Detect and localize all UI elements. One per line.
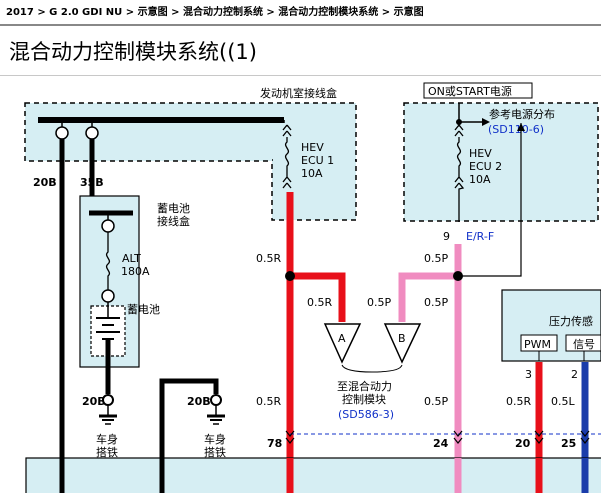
wire-label-05p-d: 0.5P bbox=[424, 395, 448, 408]
pin-20: 20 bbox=[515, 437, 531, 450]
wire-label-05r-b: 0.5R bbox=[307, 296, 332, 309]
fuse-box-2 bbox=[403, 102, 599, 222]
to-hcu-label-1: 至混合动力 bbox=[337, 379, 392, 393]
terminal-20b-top bbox=[55, 126, 69, 140]
connector-b bbox=[383, 323, 422, 364]
pressure-sensor-label: 压力传感 bbox=[549, 315, 593, 328]
connector-b-label: B bbox=[398, 332, 406, 345]
alt-fuse-symbol bbox=[105, 232, 111, 302]
alt-label-1: ALT bbox=[122, 252, 141, 265]
to-hcu-label-2: 控制模块 bbox=[342, 392, 386, 406]
fuse-2-label-1: HEV bbox=[469, 147, 492, 160]
wire-label-05p-a: 0.5P bbox=[424, 252, 448, 265]
pin-9: 9 bbox=[443, 230, 450, 243]
ground2-label-2: 搭铁 bbox=[204, 446, 226, 459]
page-title: 混合动力控制模块系统((1) bbox=[9, 40, 257, 64]
er-f-label: E/R-F bbox=[466, 230, 494, 243]
battery-junction-label-2: 接线盒 bbox=[157, 214, 190, 228]
fuse-1-symbol bbox=[282, 124, 292, 189]
pin-20b-top: 20B bbox=[33, 176, 57, 189]
connector-chevrons bbox=[285, 430, 590, 444]
to-hcu-code[interactable]: (SD586-3) bbox=[338, 408, 394, 421]
ref-power-dist-label: 参考电源分布 bbox=[489, 107, 555, 121]
wire-20b-ground2 bbox=[159, 378, 219, 493]
wire-label-05r-a: 0.5R bbox=[256, 252, 281, 265]
fuse-2-label-3: 10A bbox=[469, 173, 491, 186]
fuse-2-label-2: ECU 2 bbox=[469, 160, 502, 173]
ground1-label-1: 车身 bbox=[96, 432, 118, 446]
breadcrumb: 2017 > G 2.0 GDI NU > 示意图 > 混合动力控制系统 > 混… bbox=[6, 7, 424, 18]
battery-junction-label-1: 蓄电池 bbox=[157, 202, 190, 215]
connector-bracket bbox=[341, 364, 403, 373]
battery-label: 蓄电池 bbox=[127, 303, 160, 316]
wire-label-05p-c: 0.5P bbox=[424, 296, 448, 309]
pin-78: 78 bbox=[267, 437, 282, 450]
terminal-alt bbox=[101, 219, 115, 233]
terminal-35b bbox=[85, 126, 99, 140]
engine-junction-box-label: 发动机室接线盒 bbox=[260, 86, 337, 100]
engine-junction-box-lower bbox=[271, 159, 357, 221]
on-start-label-box bbox=[423, 82, 533, 99]
pin-20b-ground1: 20B bbox=[82, 395, 106, 408]
wire-05p-branch bbox=[398, 272, 458, 322]
ground2-label-1: 车身 bbox=[204, 432, 226, 446]
wire-label-05p-b: 0.5P bbox=[367, 296, 391, 309]
fuse-2-symbol bbox=[454, 124, 465, 222]
terminal-battery-top bbox=[101, 289, 115, 303]
pin-35b: 35B bbox=[80, 176, 104, 189]
fuse-1-label-1: HEV bbox=[301, 141, 324, 154]
title-bar: 混合动力控制模块系统((1) bbox=[0, 24, 601, 76]
ref-power-dist-code[interactable]: (SD110-6) bbox=[488, 123, 544, 136]
fuse-1-label-3: 10A bbox=[301, 167, 323, 180]
pin-2: 2 bbox=[571, 368, 578, 381]
connector-a bbox=[323, 323, 362, 364]
pwm-label: PWM bbox=[524, 338, 551, 351]
wire-05r-branch bbox=[290, 272, 346, 322]
wire-label-05r-right: 0.5R bbox=[506, 395, 531, 408]
engine-junction-box bbox=[24, 102, 357, 162]
alt-label-2: 180A bbox=[121, 265, 150, 278]
pin-20b-ground2: 20B bbox=[187, 395, 211, 408]
ground1-label-2: 搭铁 bbox=[96, 446, 118, 459]
signal-label: 信号 bbox=[573, 338, 595, 351]
wire-label-05r-c: 0.5R bbox=[256, 395, 281, 408]
pin-3: 3 bbox=[525, 368, 532, 381]
on-start-label: ON或START电源 bbox=[428, 84, 512, 98]
fuse-1-label-2: ECU 1 bbox=[301, 154, 334, 167]
wiring-diagram: 发动机室接线盒 ON或START电源 HEV ECU 1 10A 参考电源分布 … bbox=[24, 82, 601, 493]
pin-24: 24 bbox=[433, 437, 449, 450]
splice-red bbox=[285, 271, 295, 281]
bottom-module-box bbox=[25, 457, 601, 493]
wire-label-05l-right: 0.5L bbox=[551, 395, 575, 408]
wire-05p-ref bbox=[458, 123, 522, 277]
pin-25: 25 bbox=[561, 437, 576, 450]
connector-a-label: A bbox=[338, 332, 346, 345]
